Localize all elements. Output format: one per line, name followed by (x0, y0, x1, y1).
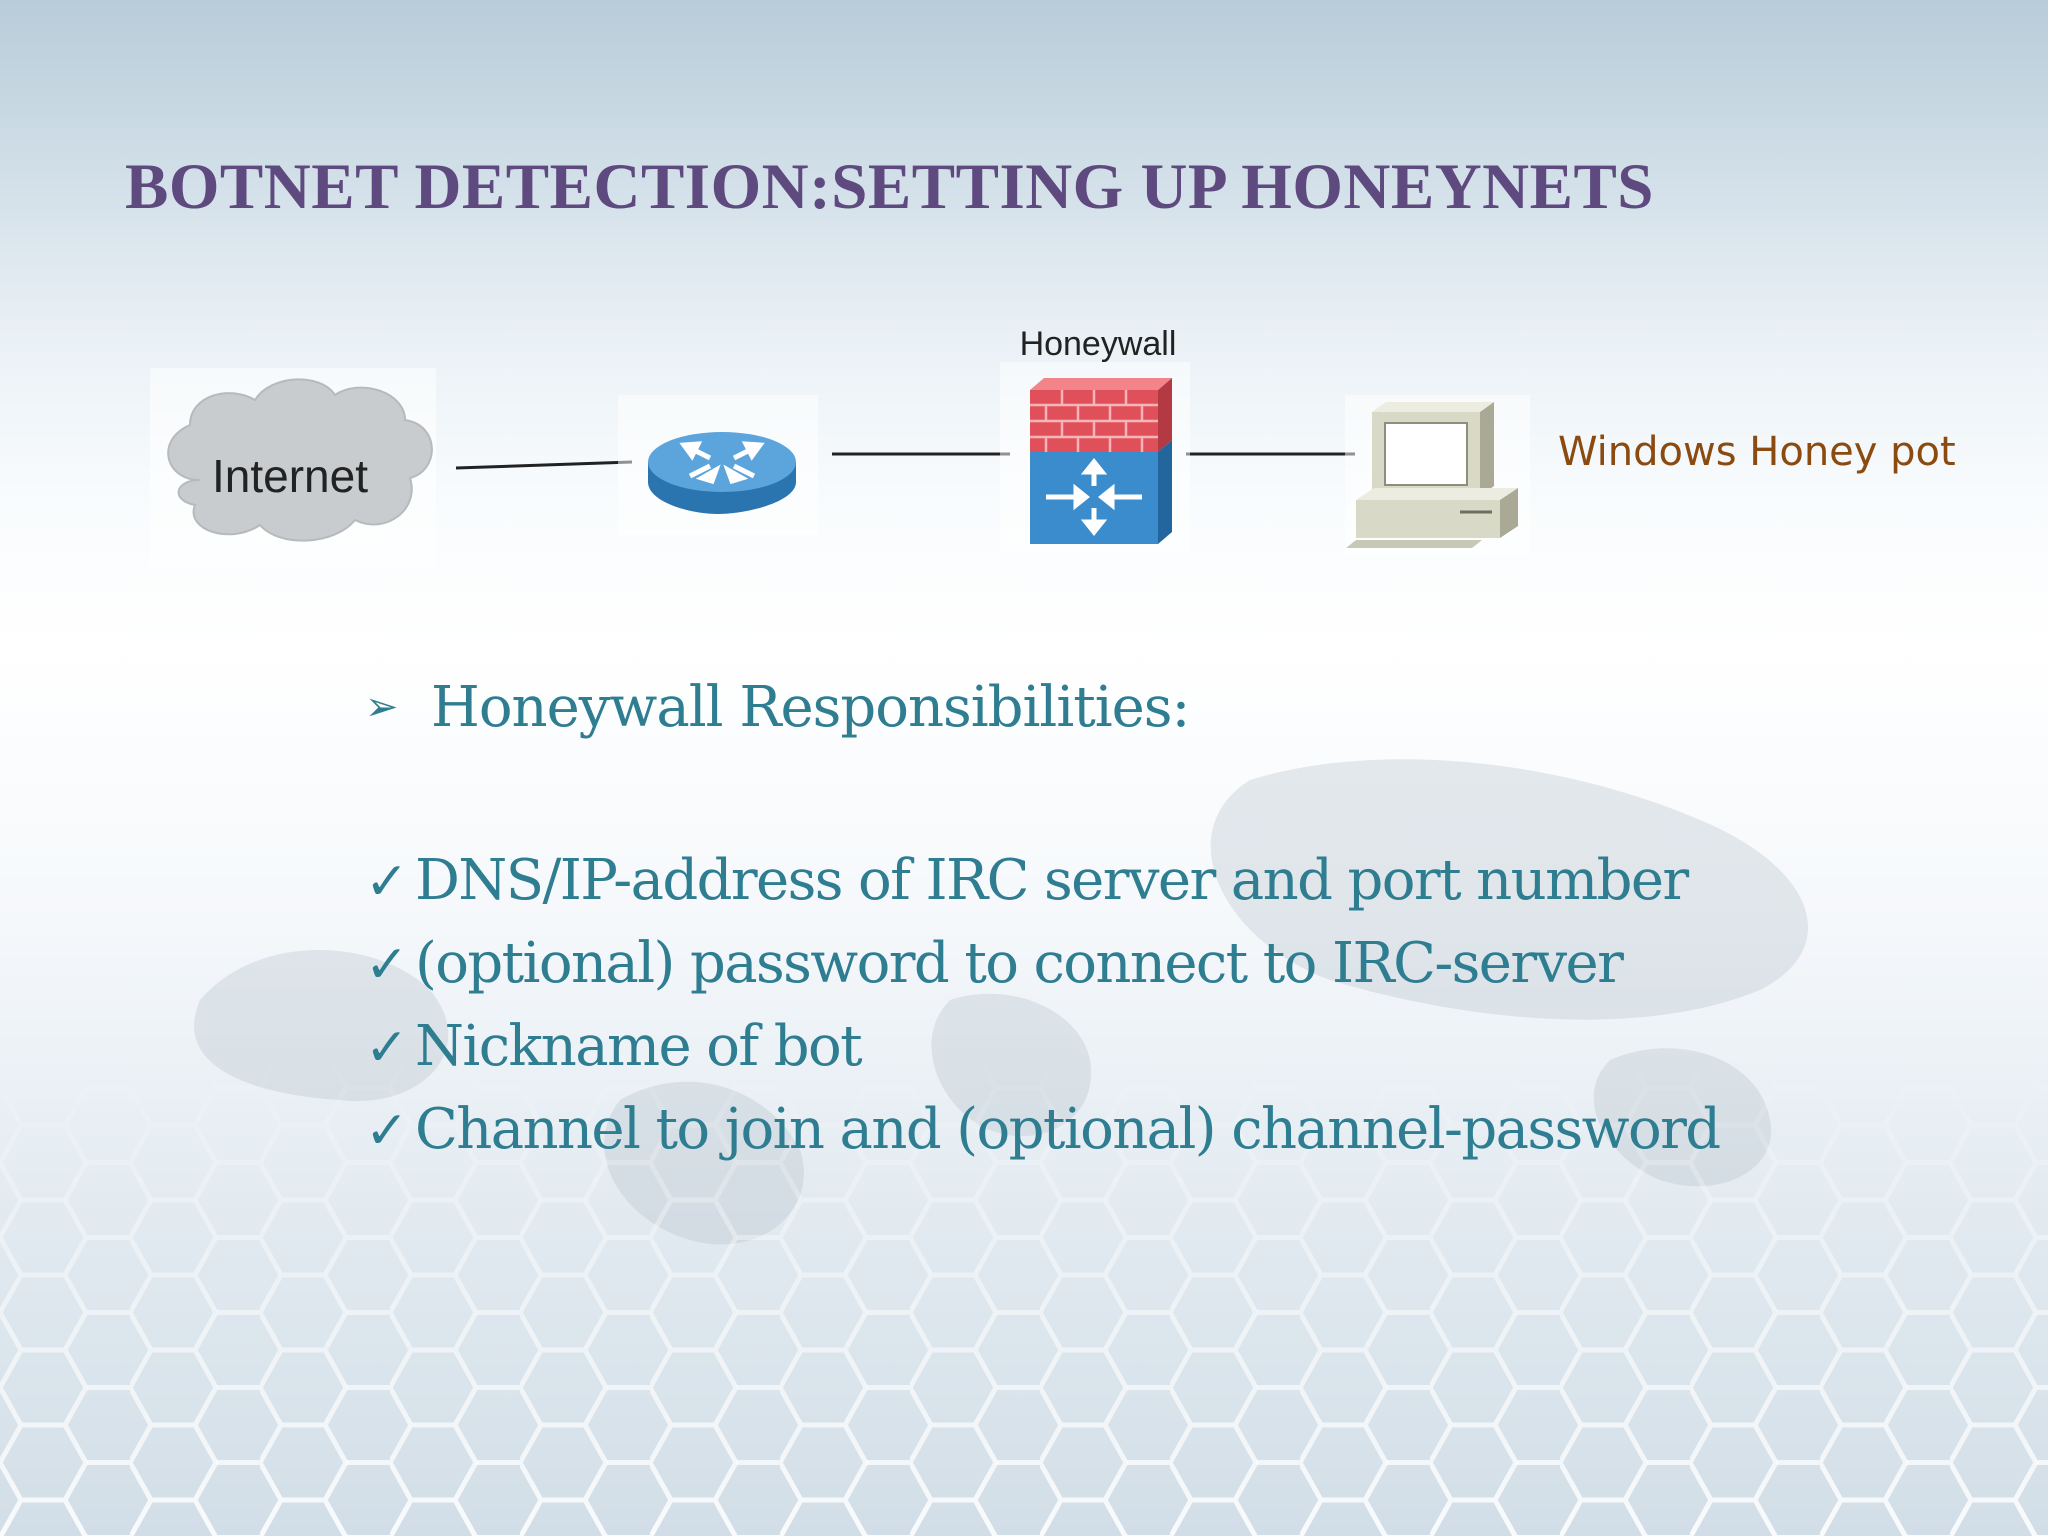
arrow-bullet-icon: ➢ (365, 684, 399, 730)
honeywall-label: Honeywall (1020, 325, 1177, 363)
list-item: ✓Channel to join and (optional) channel-… (365, 1089, 1721, 1172)
router-icon (618, 395, 818, 535)
honeypot-label: Windows Honey pot (1558, 429, 1956, 475)
honeywall-firewall-icon: Honeywall (1000, 325, 1190, 552)
check-icon: ✓ (365, 935, 409, 995)
list-item: ✓(optional) password to connect to IRC-s… (365, 923, 1720, 1006)
slide-title: BOTNET DETECTION:SETTING UP HONEYNETS (125, 151, 1654, 223)
link-internet-router (455, 460, 633, 470)
internet-cloud-icon: Internet (150, 368, 436, 568)
honeypot-computer-icon (1345, 395, 1530, 555)
list-item: ✓DNS/IP-address of IRC server and port n… (365, 840, 1720, 923)
internet-label: Internet (212, 450, 368, 502)
check-icon: ✓ (365, 852, 409, 912)
responsibility-list: ✓DNS/IP-address of IRC server and port n… (365, 840, 1721, 1172)
check-icon: ✓ (365, 1018, 409, 1078)
list-item: ✓Nickname of bot (365, 1006, 1720, 1089)
heading-text: Honeywall Responsibilities: (431, 675, 1190, 740)
check-icon: ✓ (365, 1101, 409, 1161)
responsibilities-heading: ➢ Honeywall Responsibilities: (365, 675, 1190, 740)
network-diagram: Internet Honeywall (150, 325, 1956, 568)
